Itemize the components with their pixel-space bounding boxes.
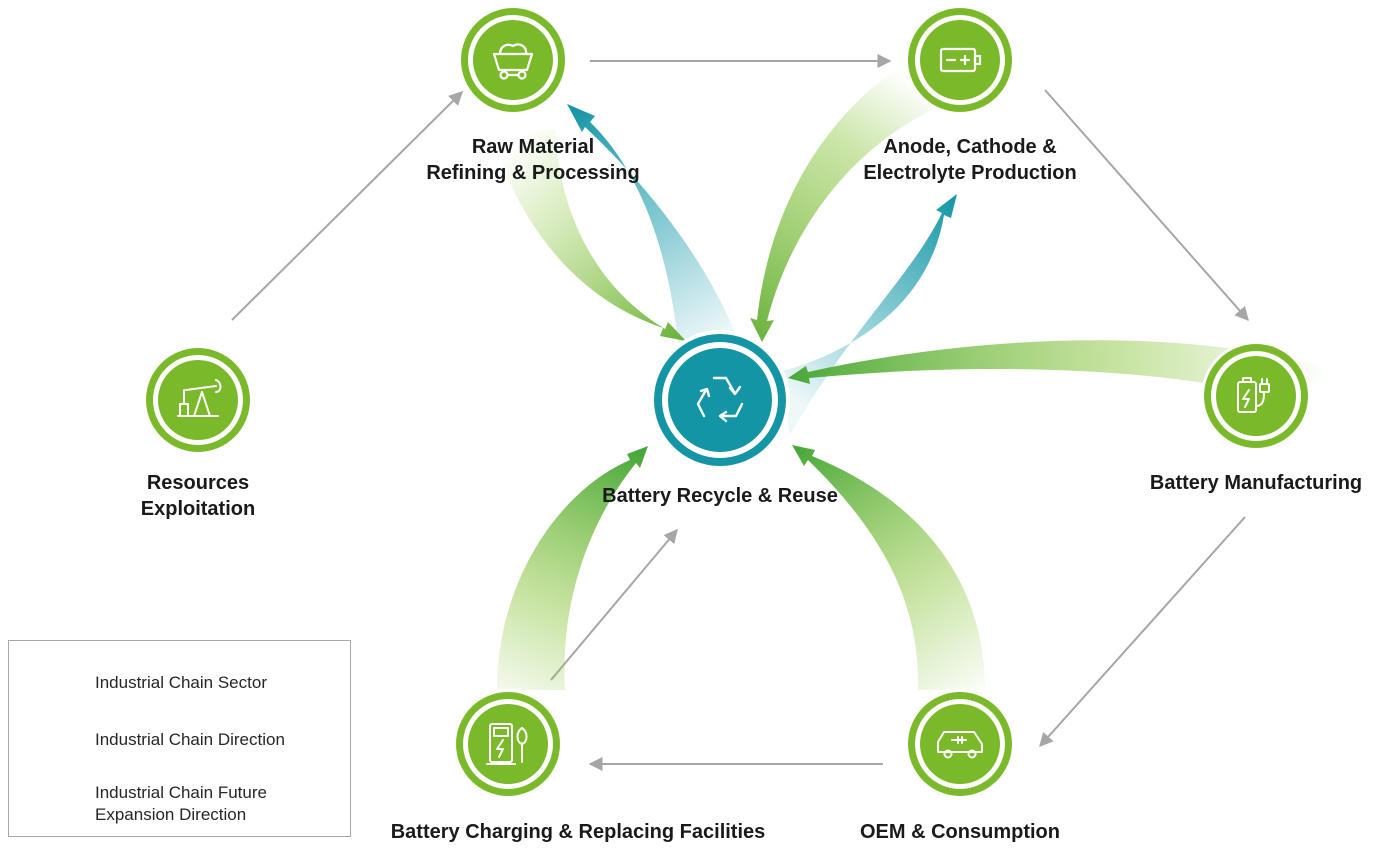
- oil-pump-icon: [177, 379, 222, 417]
- label-resources-line2: Exploitation: [140, 498, 256, 520]
- node-raw-material: [458, 5, 568, 115]
- green-arrow-anode-to-recycle: [750, 60, 932, 342]
- teal-arrow-recycle-to-raw: [567, 104, 740, 345]
- chain-direction-arrows: [231, 54, 1249, 771]
- node-anode-cathode: [905, 5, 1015, 115]
- label-anode-cathode: Anode, Cathode & Electrolyte Production: [845, 134, 1095, 186]
- arrow-charging-to-recycle: [550, 528, 678, 681]
- label-resources-line1: Resources: [146, 472, 250, 494]
- battery-icon: [939, 47, 982, 73]
- arrow-anode-to-manufacturing: [1044, 89, 1249, 322]
- label-anode-line1: Anode, Cathode &: [883, 136, 1057, 158]
- label-manufacturing-line1: Battery Manufacturing: [1149, 472, 1363, 494]
- node-resources: [143, 345, 253, 455]
- future-expansion-arrows: [490, 60, 1335, 690]
- legend-direction-label: Industrial Chain Direction: [95, 730, 285, 749]
- node-battery-recycle: [650, 330, 790, 470]
- label-battery-manufacturing: Battery Manufacturing: [1130, 470, 1382, 496]
- label-raw-material-line1: Raw Material: [471, 136, 595, 158]
- label-recycle-line1: Battery Recycle & Reuse: [602, 485, 838, 507]
- electric-car-icon: [937, 731, 983, 759]
- legend-future-label: Industrial Chain Future Expansion Direct…: [95, 782, 267, 826]
- legend-sector-label: Industrial Chain Sector: [95, 673, 267, 692]
- arrow-manufacturing-to-oem: [1039, 516, 1246, 748]
- battery-plug-icon: [1237, 377, 1270, 413]
- node-battery-manufacturing: [1201, 341, 1311, 451]
- legend: [8, 640, 351, 837]
- mine-cart-icon: [492, 43, 534, 80]
- label-battery-recycle: Battery Recycle & Reuse: [580, 483, 860, 509]
- label-charging-facilities: Battery Charging & Replacing Facilities: [368, 819, 788, 845]
- arrow-resources-to-raw: [231, 91, 463, 321]
- label-raw-material: Raw Material Refining & Processing: [413, 134, 653, 186]
- charging-station-icon: [486, 723, 528, 765]
- label-oem-consumption: OEM & Consumption: [860, 819, 1060, 845]
- node-oem-consumption: [905, 689, 1015, 799]
- green-arrow-charging-to-recycle: [497, 446, 648, 690]
- teal-arrow-recycle-to-anode: [780, 194, 957, 435]
- legend-future-line2: Expansion Direction: [95, 805, 247, 824]
- green-arrow-manufacturing-to-recycle: [788, 340, 1335, 400]
- label-resources: Resources Exploitation: [118, 470, 278, 522]
- label-charging-line1: Battery Charging & Replacing Facilities: [390, 821, 766, 843]
- green-arrow-raw-to-recycle: [490, 130, 686, 341]
- green-arrow-oem-to-recycle: [792, 445, 985, 690]
- label-anode-line2: Electrolyte Production: [863, 162, 1077, 184]
- recycle-icon: [696, 376, 744, 423]
- node-charging-facilities: [453, 689, 563, 799]
- label-oem-line1: OEM & Consumption: [860, 821, 1060, 843]
- legend-future-line1: Industrial Chain Future: [95, 783, 267, 802]
- label-raw-material-line2: Refining & Processing: [426, 162, 640, 184]
